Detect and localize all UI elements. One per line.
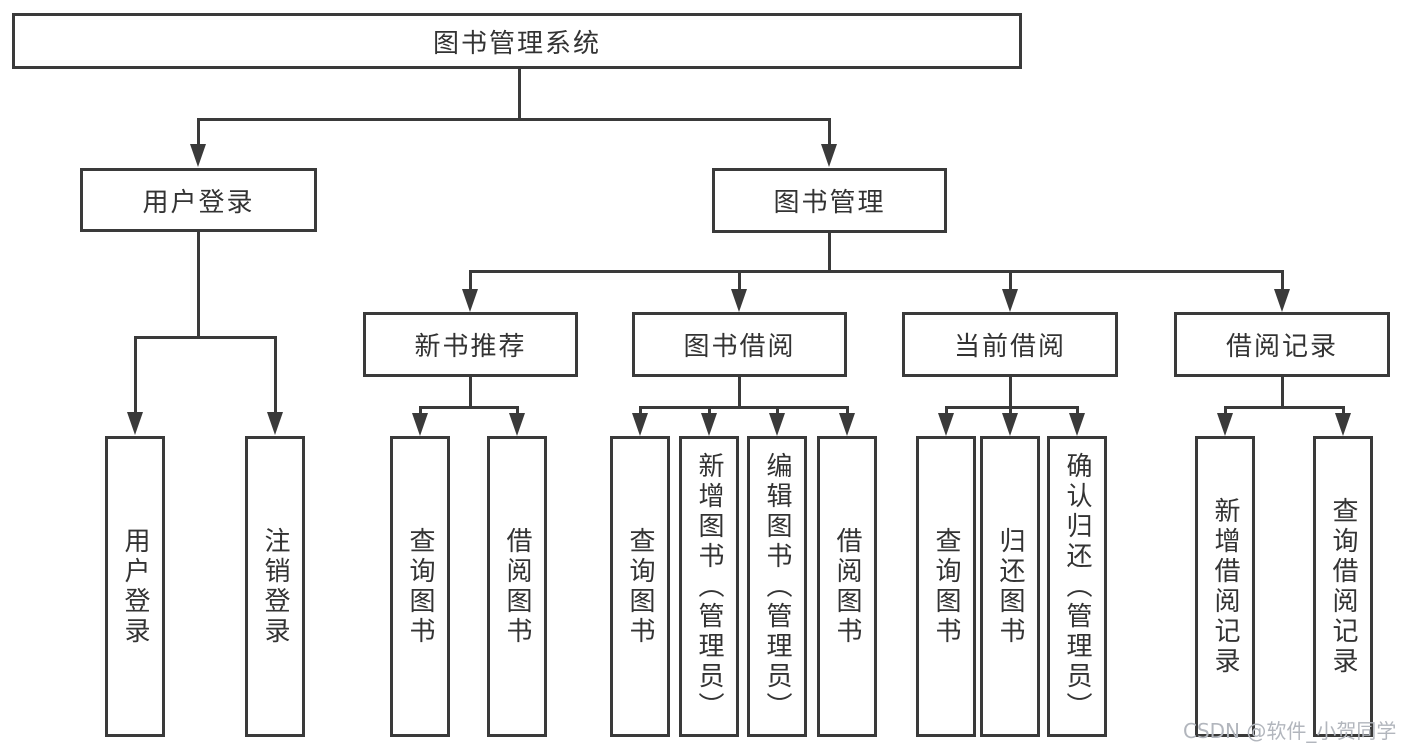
connector-book-borrow-split bbox=[639, 406, 848, 409]
connector-leaf-stub bbox=[1076, 406, 1079, 416]
leaf-label: 查询图书 bbox=[405, 526, 435, 647]
node-borrowing-records: 借阅记录 bbox=[1174, 312, 1390, 377]
arrowhead-to-borrow-records-icon bbox=[1274, 289, 1290, 312]
arrowhead-leaf-icon bbox=[1217, 413, 1233, 436]
connector-leaf-stub bbox=[945, 406, 948, 416]
connector-level2-branch bbox=[470, 270, 1282, 273]
connector-arm-login-leaf bbox=[134, 336, 137, 414]
connector-user-login-split bbox=[134, 336, 277, 339]
leaf-label: 查询借阅记录 bbox=[1328, 496, 1358, 677]
connector-leaf-stub bbox=[846, 406, 849, 416]
leaf-label: 借阅图书 bbox=[502, 526, 532, 647]
leaf-label: 用户登录 bbox=[120, 526, 150, 647]
connector-book-borrow-down bbox=[738, 376, 741, 408]
node-new-book-recommend: 新书推荐 bbox=[363, 312, 578, 377]
leaf-borrow-books-recommend: 借阅图书 bbox=[487, 436, 547, 737]
connector-level1-branch bbox=[197, 118, 831, 121]
arrowhead-leaf-icon bbox=[1335, 413, 1351, 436]
leaf-borrow-books: 借阅图书 bbox=[817, 436, 877, 737]
connector-book-management-down bbox=[828, 232, 831, 272]
node-book-management: 图书管理 bbox=[712, 168, 947, 233]
leaf-add-book-admin: 新增图书（管理员） bbox=[679, 436, 739, 737]
node-book-borrowing: 图书借阅 bbox=[632, 312, 847, 377]
leaf-return-book: 归还图书 bbox=[980, 436, 1040, 737]
arrowhead-leaf-icon bbox=[632, 413, 648, 436]
arrowhead-logout-leaf-icon bbox=[267, 412, 283, 435]
connector-leaf-stub bbox=[1342, 406, 1345, 416]
arrowhead-leaf-icon bbox=[1069, 413, 1085, 436]
csdn-watermark: CSDN @软件_小贺同学 bbox=[1183, 719, 1397, 743]
connector-new-book-down bbox=[469, 376, 472, 408]
connector-leaf-stub bbox=[419, 406, 422, 416]
connector-new-book-split bbox=[419, 406, 519, 409]
arrowhead-leaf-icon bbox=[701, 413, 717, 436]
connector-leaf-stub bbox=[1224, 406, 1227, 416]
arrowhead-leaf-icon bbox=[1002, 413, 1018, 436]
leaf-label: 查询图书 bbox=[625, 526, 655, 647]
connector-to-new-book bbox=[469, 270, 472, 291]
leaf-add-borrow-record: 新增借阅记录 bbox=[1195, 436, 1255, 737]
arrowhead-to-current-borrow-icon bbox=[1002, 289, 1018, 312]
arrowhead-leaf-icon bbox=[938, 413, 954, 436]
node-current-borrowing: 当前借阅 bbox=[902, 312, 1118, 377]
leaf-label: 注销登录 bbox=[260, 526, 290, 647]
leaf-query-books-current: 查询图书 bbox=[916, 436, 976, 737]
arrowhead-to-book-management-icon bbox=[821, 144, 837, 167]
leaf-user-login: 用户登录 bbox=[105, 436, 165, 737]
connector-to-current-borrow bbox=[1009, 270, 1012, 291]
arrowhead-leaf-icon bbox=[769, 413, 785, 436]
connector-arm-logout-leaf bbox=[274, 336, 277, 414]
connector-user-login-down bbox=[197, 231, 200, 338]
connector-leaf-stub bbox=[639, 406, 642, 416]
connector-borrow-records-down bbox=[1281, 376, 1284, 408]
arrowhead-leaf-icon bbox=[412, 413, 428, 436]
leaf-edit-book-admin: 编辑图书（管理员） bbox=[747, 436, 807, 737]
connector-borrow-records-split bbox=[1224, 406, 1344, 409]
arrowhead-leaf-icon bbox=[839, 413, 855, 436]
connector-leaf-stub bbox=[776, 406, 779, 416]
node-root: 图书管理系统 bbox=[12, 13, 1022, 69]
leaf-label: 查询图书 bbox=[931, 526, 961, 647]
leaf-label: 新增图书（管理员） bbox=[694, 451, 724, 722]
connector-leaf-stub bbox=[516, 406, 519, 416]
connector-leaf-stub bbox=[1009, 406, 1012, 416]
arrowhead-leaf-icon bbox=[509, 413, 525, 436]
leaf-label: 确认归还（管理员） bbox=[1062, 451, 1092, 722]
arrowhead-to-book-borrow-icon bbox=[731, 289, 747, 312]
leaf-label: 新增借阅记录 bbox=[1210, 496, 1240, 677]
leaf-query-borrow-record: 查询借阅记录 bbox=[1313, 436, 1373, 737]
node-user-login: 用户登录 bbox=[80, 168, 317, 232]
leaf-label: 归还图书 bbox=[995, 526, 1025, 647]
connector-to-book-borrow bbox=[738, 270, 741, 291]
connector-to-borrow-records bbox=[1281, 270, 1284, 291]
leaf-logout: 注销登录 bbox=[245, 436, 305, 737]
arrowhead-to-new-book-icon bbox=[462, 289, 478, 312]
connector-leaf-stub bbox=[708, 406, 711, 416]
connector-root-stub bbox=[518, 68, 521, 121]
connector-to-book-management bbox=[828, 118, 831, 146]
arrowhead-to-user-login-icon bbox=[190, 144, 206, 167]
leaf-confirm-return-admin: 确认归还（管理员） bbox=[1047, 436, 1107, 737]
connector-current-borrow-down bbox=[1009, 376, 1012, 408]
leaf-query-books-recommend: 查询图书 bbox=[390, 436, 450, 737]
arrowhead-login-leaf-icon bbox=[127, 412, 143, 435]
connector-to-user-login bbox=[197, 118, 200, 146]
leaf-label: 编辑图书（管理员） bbox=[762, 451, 792, 722]
leaf-query-books-borrow: 查询图书 bbox=[610, 436, 670, 737]
leaf-label: 借阅图书 bbox=[832, 526, 862, 647]
